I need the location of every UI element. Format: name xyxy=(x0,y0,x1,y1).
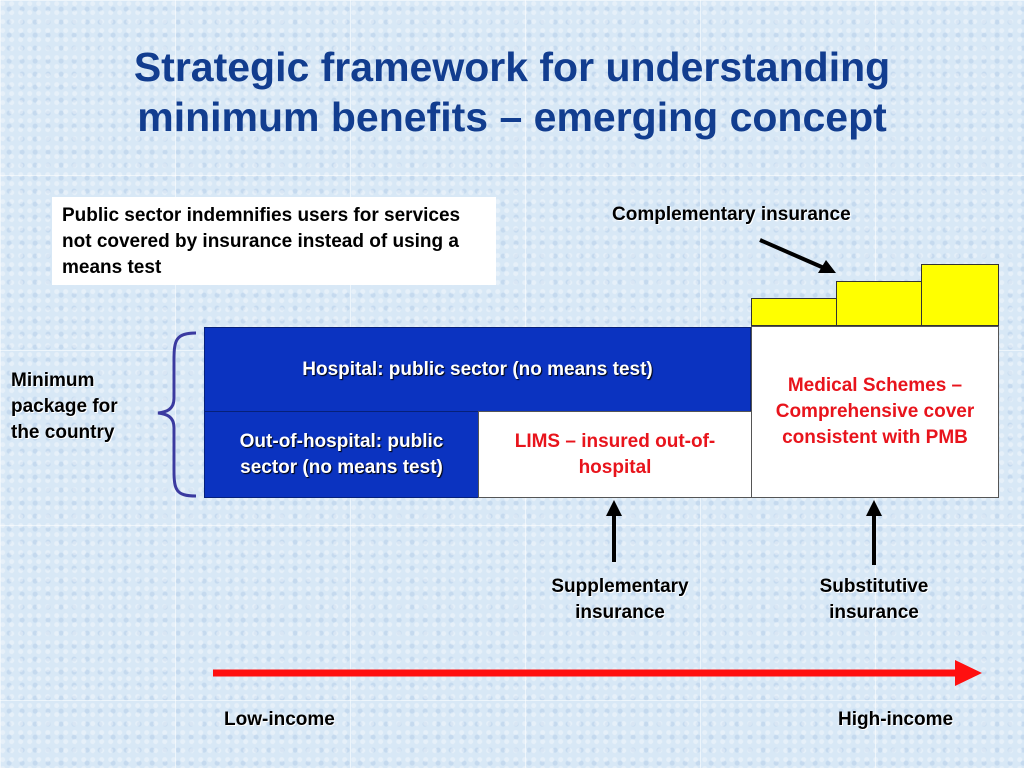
low-income-label: Low-income xyxy=(224,709,335,730)
complementary-block-1 xyxy=(751,298,837,326)
complementary-insurance-label: Complementary insurance xyxy=(612,204,851,225)
high-income-label: High-income xyxy=(838,709,954,730)
indemnity-note: Public sector indemnifies users for serv… xyxy=(52,197,496,285)
out-of-hospital-text: Out-of-hospital: public sector (no means… xyxy=(239,430,444,478)
title-line-2: minimum benefits – emerging concept xyxy=(137,94,887,140)
substitutive-arrowhead xyxy=(866,500,882,516)
title-line-1: Strategic framework for understanding xyxy=(133,44,891,90)
substitutive-insurance-label: Substitutive insurance xyxy=(819,576,929,623)
lims-box: LIMS – insured out-of-hospital xyxy=(478,411,752,498)
complementary-arrowhead xyxy=(818,260,836,273)
medical-schemes-text: Medical Schemes – Comprehensive cover co… xyxy=(775,375,975,448)
complementary-arrow xyxy=(759,238,825,270)
medical-schemes-box: Medical Schemes – Comprehensive cover co… xyxy=(751,326,999,498)
brace-icon xyxy=(157,331,197,498)
lims-text: LIMS – insured out-of-hospital xyxy=(514,430,716,478)
complementary-block-3 xyxy=(921,264,999,326)
minimum-package-label: Minimum package for the country xyxy=(11,370,118,443)
hospital-box-text: Hospital: public sector (no means test) xyxy=(302,358,653,380)
complementary-block-2 xyxy=(836,281,922,326)
income-arrowhead xyxy=(955,660,982,686)
out-of-hospital-box: Out-of-hospital: public sector (no means… xyxy=(204,411,479,498)
supplementary-insurance-label: Supplementary insurance xyxy=(551,576,689,623)
supplementary-arrowhead xyxy=(606,500,622,516)
slide-title: Strategic framework for understanding mi… xyxy=(0,42,1024,142)
hospital-public-sector-box: Hospital: public sector (no means test) xyxy=(204,327,751,412)
